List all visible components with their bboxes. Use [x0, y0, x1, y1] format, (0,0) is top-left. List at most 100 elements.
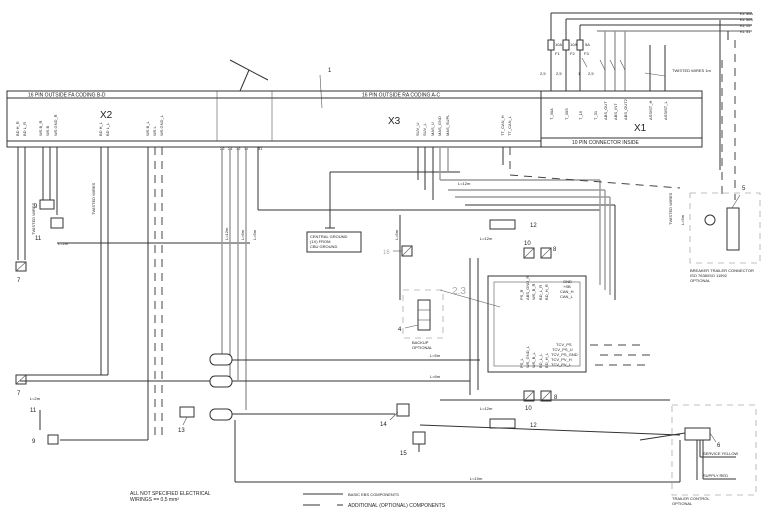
f1-label: F1 [555, 51, 560, 56]
connector-header: 16 PIN OUTSIDE FA CODING B-D 16 PIN OUTS… [6, 90, 703, 148]
wire-size: 2,5 [540, 71, 546, 76]
pin-label: BD L_L [105, 122, 110, 136]
item-1-label: 1 [328, 68, 332, 74]
pin-number: 31 [258, 146, 263, 151]
module-pin: CAN_L [560, 294, 574, 299]
item-7-label: 7 [17, 278, 21, 284]
legend-additional: ADDITIONAL (OPTIONAL) COMPONENTS [348, 503, 446, 509]
item-8-label: 8 [553, 247, 557, 253]
legend: ALL NOT SPECIFIED ELECTRICAL WIRINGS == … [130, 491, 446, 509]
f2-label: F2 [570, 51, 575, 56]
sensor-8-bottom: 8 [540, 390, 558, 402]
wire-length: L=12m [458, 181, 471, 186]
item-13-label: 13 [178, 428, 185, 434]
service-yellow-label: SERVICE YELLOW [703, 451, 738, 456]
trailer-connector-label: ISO 7638/ISO 11992 [690, 273, 728, 278]
central-ground-text: (1X) FROM [310, 239, 330, 244]
sensor-10-top: 10 [523, 241, 535, 259]
pin-label: ASSIST_H [648, 101, 653, 120]
central-ground: CENTRAL GROUND (1X) FROM CBU GROUND [306, 171, 460, 253]
item-9-label: 9 [34, 204, 38, 210]
sensor-8-top: 8 [540, 247, 557, 259]
valve-15: 15 [400, 431, 426, 457]
fuse-f1 [547, 39, 555, 51]
item-6-label: 6 [717, 443, 721, 449]
pin-label: TT_CAN_H [500, 115, 505, 136]
f3-label: F3 [584, 51, 589, 56]
sensor-9-top: 9 [34, 199, 55, 210]
pin-label: ABS_OUT2 [623, 98, 628, 120]
component-12-top: 12 L=12m [480, 219, 537, 241]
pin-label: MAS_SUPL [445, 114, 450, 136]
kl30a-label: KL 30A [740, 11, 753, 16]
x3-label: X3 [388, 116, 401, 127]
power-bus: KL 30A KL 30S KL 15 KL 31 10A 10A 5A F1 … [540, 11, 753, 200]
pin-label: SUV_U [415, 123, 420, 136]
legend-note: WIRINGS == 0,5 mm² [130, 497, 179, 503]
connector-mid-label: 16 PIN OUTSIDE RA CODING A-C [362, 93, 440, 99]
sensor-10-bottom: 10 [523, 390, 535, 412]
item-7-label: 7 [17, 391, 21, 397]
module-pin: WS_GND_L [525, 345, 530, 368]
pin-label: BD L_R [22, 122, 27, 136]
wire-length: L=12m [224, 227, 229, 240]
wire-size: 2,5 [556, 71, 562, 76]
x3-wiring: L=12m L=5m [394, 147, 681, 300]
pin-label: WS GND_R [53, 114, 58, 136]
item-4-label: 4 [398, 327, 402, 333]
module-pin: TCV_PV_H [551, 357, 572, 362]
connector-left-label: 16 PIN OUTSIDE FA CODING B-D [28, 93, 106, 99]
sensor-9-bottom: 9 [32, 434, 59, 445]
central-ground-text: CENTRAL GROUND [310, 234, 348, 239]
item-10-label: 10 [524, 241, 531, 247]
connector-13 [179, 406, 195, 418]
wire-length: L=12m [480, 236, 493, 241]
kl15-label: KL 15 [740, 23, 751, 28]
backup-label: OPTIONAL [412, 345, 433, 350]
sensor-11-bottom: 11 [30, 408, 37, 414]
item-11-label: 11 [30, 408, 37, 414]
fuse-f2 [562, 39, 570, 51]
module-pin: PS_R [519, 289, 524, 300]
pin-label: T_30S [564, 108, 569, 120]
trailer-connector-label: OPTIONAL [690, 278, 711, 283]
wire-length: L=5m [252, 229, 257, 240]
fuse-f3 [576, 39, 584, 51]
module-pin: CAN_H [560, 289, 574, 294]
pin-label: TT_CAN_L [507, 115, 512, 136]
item-11-label: 11 [35, 236, 42, 242]
module-pin: TCV_PV_L [551, 362, 572, 367]
backup-valve: 4 BACKUP OPTIONAL [398, 289, 444, 350]
x1-label: X1 [634, 123, 647, 134]
trailer-connector: 5 BREAKER TRAILER CONNECTOR ISO 7638/ISO… [668, 186, 761, 283]
pin-label: WS B_L [145, 121, 150, 136]
wire-length: L=2m [58, 241, 69, 246]
legend-note: ALL NOT SPECIFIED ELECTRICAL [130, 491, 211, 497]
module-pin: BD_L_R [538, 285, 543, 300]
supply-red-label: SUPPLY RED [703, 473, 728, 478]
backup-label: BACKUP [412, 340, 429, 345]
wire-length: L=5m [680, 214, 685, 225]
item-9-label: 9 [32, 439, 36, 445]
sensor-11-top: 11 [35, 217, 64, 242]
sensor-7-bottom: 7 [15, 374, 27, 397]
pin-label: WS B [45, 125, 50, 136]
twisted-wires-label: TWISTED WIRES [91, 182, 96, 215]
f1-rating: 10A [555, 42, 562, 47]
lower-wiring: L=5m L=6m L=10m 13 [20, 353, 681, 483]
item-2-3-label: 2.3 [452, 286, 466, 297]
wire-length: L=5m [394, 229, 399, 240]
pin-label: MAS_U [430, 122, 435, 136]
trailer-control-label: TRAILER CONTROL [672, 496, 710, 501]
wire-length: L=5m [430, 353, 441, 358]
trailer-control-label: OPTIONAL [672, 501, 693, 506]
wire-length: L=12m [480, 406, 493, 411]
f3-rating: 5A [585, 42, 590, 47]
module-pin: TCV_PS_GND [551, 352, 578, 357]
item-12-label: 12 [530, 423, 537, 429]
trailer-control: 6 SERVICE YELLOW SUPPLY RED TRAILER CONT… [639, 404, 757, 506]
wire-length: L=6m [240, 229, 245, 240]
pin-label: ASSIST_L [663, 101, 668, 120]
twisted-wires-label: TWISTED WIRES [668, 192, 673, 225]
